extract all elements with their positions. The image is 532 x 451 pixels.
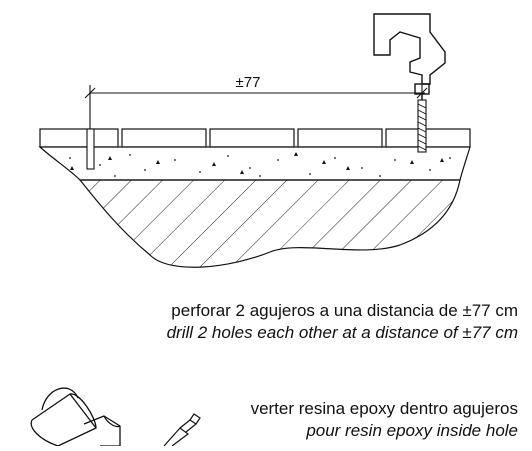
soil-base [78,179,461,268]
step-2-english: pour resin epoxy inside hole [306,421,518,440]
mortar-joints [117,129,387,147]
drilled-hole-left [86,128,95,170]
resin-bucket-icon [30,387,121,447]
step-1-caption: perforar 2 agujeros a una distancia de ±… [167,300,518,344]
resin-tube-icon [163,413,201,447]
step-2-caption: verter resina epoxy dentro agujeros pour… [251,398,518,442]
concrete-aggregate [69,152,451,177]
step-1-english: drill 2 holes each other at a distance o… [166,323,518,342]
dimension-label: ±77 [236,74,261,91]
concrete-layer [38,146,471,181]
drill-bit [417,99,427,153]
paving-tiles [39,128,471,148]
drill-machine [373,13,446,120]
step-2-spanish: verter resina epoxy dentro agujeros [250,399,518,418]
step-1-spanish: perforar 2 agujeros a una distancia de ±… [171,301,518,320]
